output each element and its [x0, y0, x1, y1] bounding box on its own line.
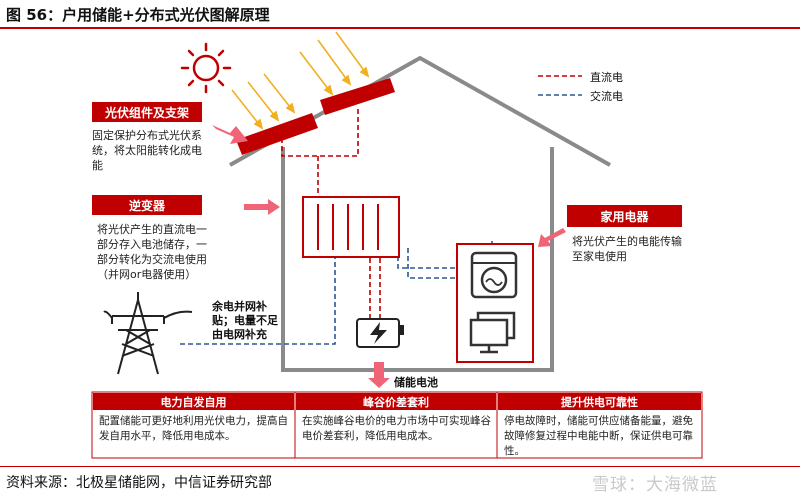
watermark: 雪球：大海微蓝 [592, 475, 718, 495]
figure-title: 图 56：户用储能+分布式光伏图解原理 [6, 6, 270, 24]
sun-icon [180, 42, 232, 94]
dc-lines [281, 108, 381, 318]
transmission-tower-icon [103, 292, 193, 375]
monitor-icon [469, 311, 516, 354]
benefit-head-self-use: 电力自发自用 [93, 393, 294, 410]
benefit-head-reliability: 提升供电可靠性 [498, 393, 701, 410]
grid-note: 余电并网补贴；电量不足由电网补充 [212, 300, 278, 341]
footer-divider [0, 466, 800, 467]
legend-ac-label: 交流电 [590, 90, 623, 103]
legend-dc-label: 直流电 [590, 71, 623, 84]
washing-machine-icon [470, 251, 518, 299]
title-divider [0, 27, 800, 29]
benefit-body-self-use: 配置储能可更好地利用光伏电力，提高自发自用水平，降低用电成本。 [99, 415, 288, 442]
pv-description: 固定保护分布式光伏系统，将太阳能转化成电能 [92, 129, 202, 172]
inverter-label: 逆变器 [92, 195, 202, 215]
solar-panel-icon [236, 78, 395, 155]
pointer-arrows [212, 125, 566, 388]
appliance-description: 将光伏产生的电能传输至家电使用 [572, 235, 682, 263]
benefit-head-arbitrage: 峰谷价差套利 [296, 393, 496, 410]
inverter-icon [302, 196, 400, 258]
pv-label: 光伏组件及支架 [92, 102, 202, 122]
battery-label: 储能电池 [394, 376, 438, 389]
source-note: 资料来源：北极星储能网，中信证券研究部 [6, 475, 272, 491]
inverter-description: 将光伏产生的直流电一部分存入电池储存，一部分转化为交流电使用（并网or电器使用） [97, 223, 207, 281]
benefit-body-arbitrage: 在实施峰谷电价的电力市场中可实现峰谷电价差套利，降低用电成本。 [302, 415, 491, 442]
benefit-body-reliability: 停电故障时，储能可供应储备能量，避免故障修复过程中电能中断，保证供电可靠性。 [504, 415, 693, 457]
appliance-label: 家用电器 [567, 205, 682, 227]
battery-icon [356, 318, 404, 348]
sunlight-rays [231, 31, 370, 130]
benefit-table-grid [91, 391, 703, 459]
